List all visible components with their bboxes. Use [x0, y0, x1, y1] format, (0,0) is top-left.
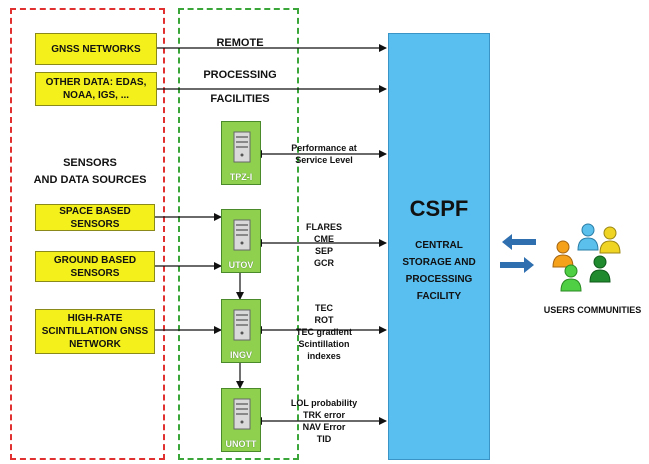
server-icon [233, 219, 251, 251]
gnss-networks-box: GNSS NETWORKS [35, 33, 157, 65]
unott-link-label: LOL probability TRK error NAV Error TID [290, 398, 358, 444]
ground-sensors-box: GROUND BASED SENSORS [35, 251, 155, 282]
remote-facilities-region [178, 8, 299, 460]
cspf-to-users-arrow [500, 257, 534, 273]
high-rate-network-box: HIGH-RATE SCINTILLATION GNSS NETWORK [35, 309, 155, 354]
user-icon-lightblue [577, 223, 599, 251]
ingv-label: INGV [229, 350, 252, 360]
space-sensors-box: SPACE BASED SENSORS [35, 204, 155, 231]
tpz-link-label: Performance at Service Level [291, 143, 357, 165]
ingv-link-label: TEC ROT TEC gradient Scintillation index… [295, 303, 352, 361]
tpz-facility-box: TPZ-I [221, 121, 261, 185]
sensors-heading: SENSORS AND DATA SOURCES [33, 157, 147, 186]
user-icon-orange [552, 240, 574, 268]
user-icon-darkgreen [589, 255, 611, 283]
ingv-facility-box: INGV [221, 299, 261, 363]
utov-link-label: FLARES CME SEP GCR [306, 222, 342, 268]
unott-facility-box: UNOTT [221, 388, 261, 452]
users-to-cspf-arrow [502, 234, 536, 250]
unott-label: UNOTT [225, 439, 257, 449]
cspf-description: CENTRAL STORAGE AND PROCESSING FACILITY [402, 240, 476, 302]
user-icon-green [560, 264, 582, 292]
sensors-region [10, 8, 165, 460]
server-icon [233, 309, 251, 341]
utov-facility-box: UTOV [221, 209, 261, 273]
cspf-title: CSPF [409, 196, 469, 221]
cspf-box: CSPF CENTRAL STORAGE AND PROCESSING FACI… [388, 33, 490, 460]
server-icon [233, 131, 251, 163]
server-icon [233, 398, 251, 430]
utov-label: UTOV [228, 260, 254, 270]
user-icon-yellow [599, 226, 621, 254]
tpz-label: TPZ-I [229, 172, 253, 182]
users-communities-label: USERS COMMUNITIES [543, 305, 642, 315]
remote-facilities-heading: REMOTE PROCESSING FACILITIES [203, 37, 277, 105]
other-data-box: OTHER DATA: EDAS, NOAA, IGS, ... [35, 72, 157, 106]
